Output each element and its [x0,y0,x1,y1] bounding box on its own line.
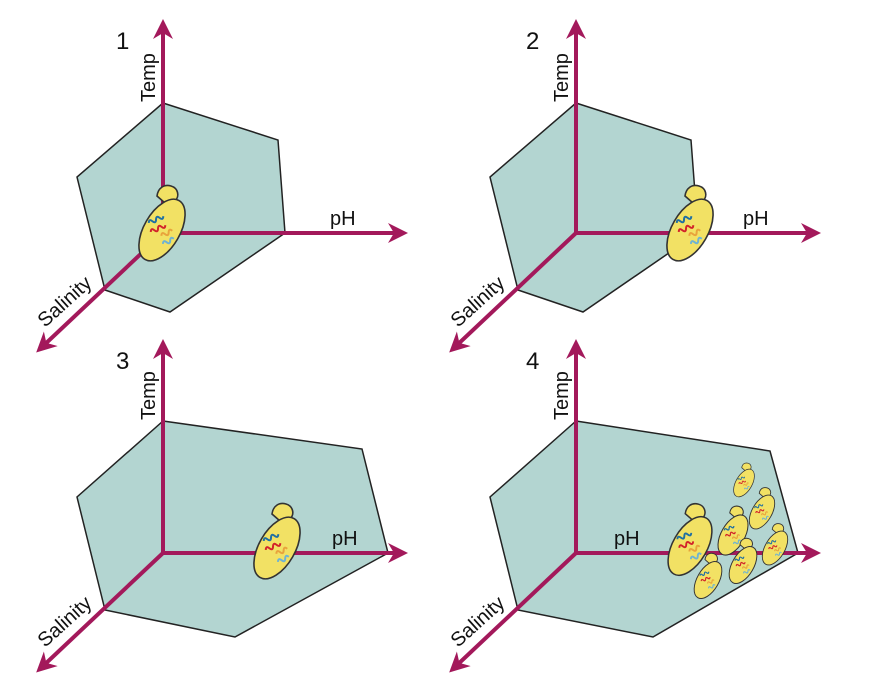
tolerance-region [489,420,799,638]
ph-axis-label: pH [614,528,640,550]
temp-axis-label: Temp [138,53,160,102]
panel-number: 3 [116,348,129,375]
tolerance-region [489,102,699,313]
temp-axis-label: Temp [551,371,573,420]
tolerance-region [76,420,389,638]
panel-number: 4 [526,348,539,375]
temp-axis-label: Temp [551,53,573,102]
salinity-axis [449,231,578,353]
panel-3: 3 Temp pH Salinity [34,339,408,673]
temp-axis-label: Temp [138,371,160,420]
ph-axis-label: pH [330,208,356,230]
panel-2: 2 Temp pH Salinity [447,19,821,353]
panel-4: 4 Temp pH Salinity [447,339,821,673]
salinity-axis [36,551,165,673]
panel-number: 1 [116,28,129,55]
panel-1: 1 Temp pH Salinity [34,19,408,353]
ph-axis-label: pH [743,208,769,230]
ph-axis-label: pH [332,528,358,550]
panel-number: 2 [526,28,539,55]
salinity-axis [449,551,578,673]
